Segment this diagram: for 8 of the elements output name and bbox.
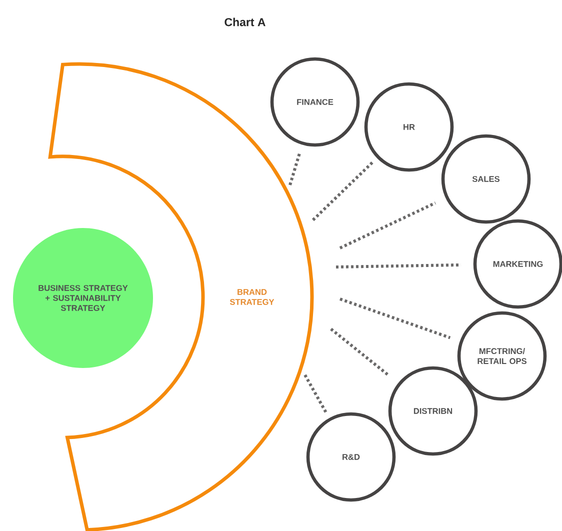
dotted-line xyxy=(339,202,436,250)
dotted-line xyxy=(312,160,374,222)
title: Chart A xyxy=(224,18,266,26)
dotted-line xyxy=(336,263,462,268)
dotted-line xyxy=(288,152,302,186)
dotted-line xyxy=(304,374,328,414)
dotted-line xyxy=(340,298,451,340)
dotted-line xyxy=(330,328,389,376)
